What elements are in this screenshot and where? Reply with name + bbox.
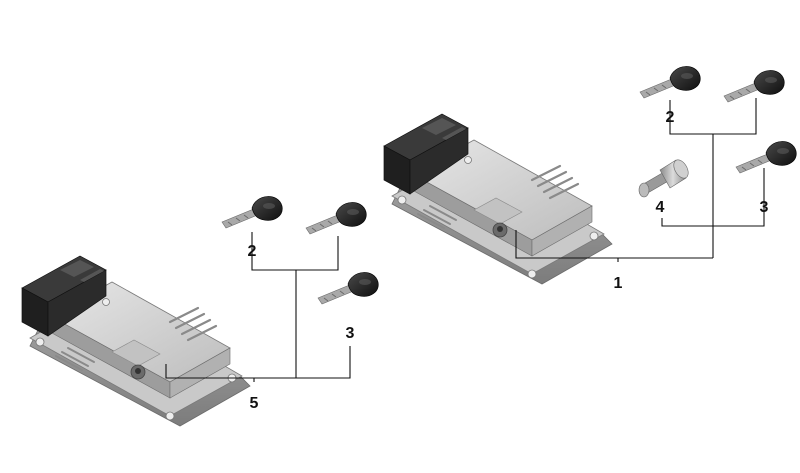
callout-3-assembly-1: 3: [760, 199, 769, 216]
lock-cylinder-icon: [638, 159, 689, 198]
key-icon: [723, 69, 785, 103]
callout-1: 1: [614, 275, 623, 292]
key-icon: [735, 140, 797, 174]
key-icon: [317, 271, 379, 305]
leader-lines-assembly-1: [515, 98, 765, 262]
leader-lines-assembly-5: [165, 232, 351, 382]
key-icon: [221, 195, 283, 229]
callout-5: 5: [250, 395, 259, 412]
ecu-module-icon: [20, 254, 252, 428]
key-icon: [305, 201, 367, 235]
callout-3-assembly-5: 3: [346, 325, 355, 342]
callout-2-assembly-1: 2: [666, 109, 675, 126]
callout-4: 4: [656, 199, 665, 216]
callout-2-assembly-5: 2: [248, 243, 257, 260]
key-icon: [639, 65, 701, 99]
